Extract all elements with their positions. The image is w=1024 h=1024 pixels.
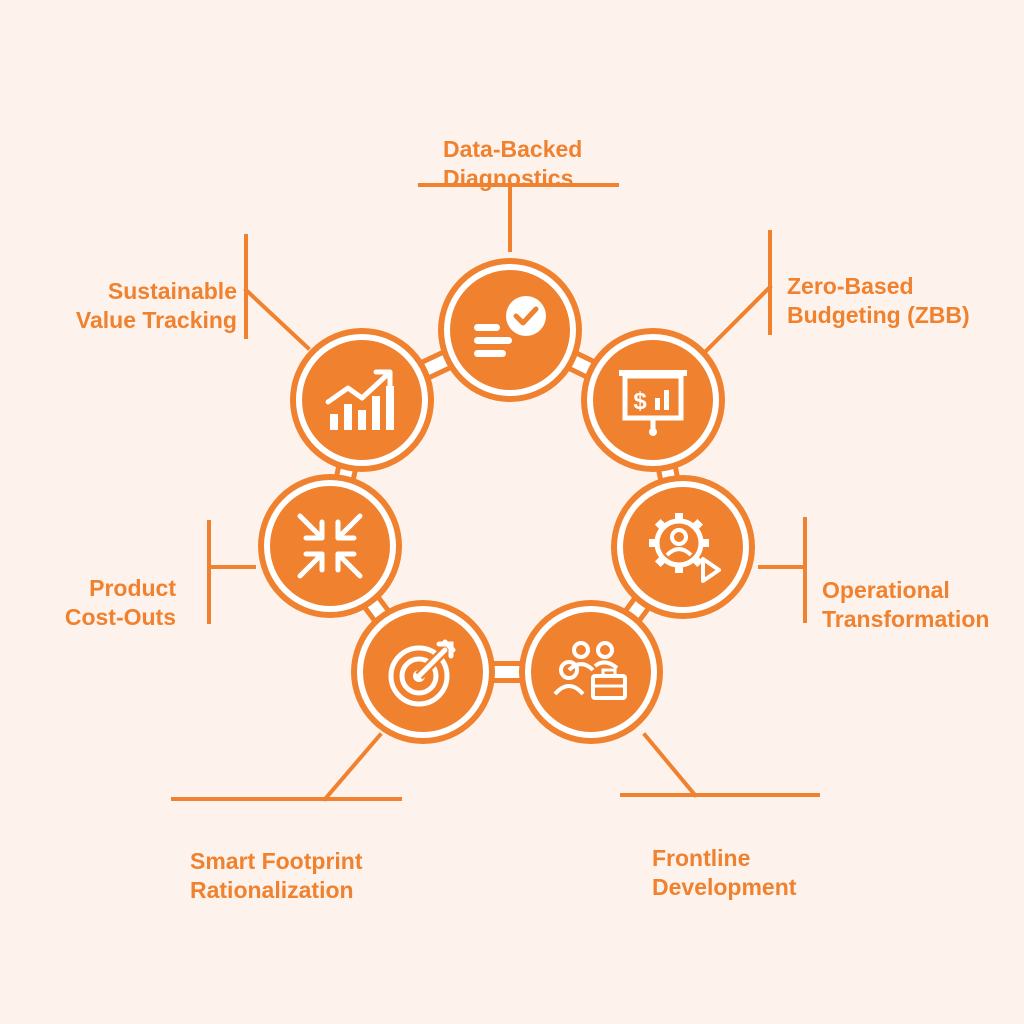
connector-smart-footprint-rationalization-leader xyxy=(322,732,383,802)
node-zero-based-budgeting: $ xyxy=(581,328,725,472)
node-frontline-development xyxy=(519,600,663,744)
node-disc xyxy=(623,487,743,607)
growth-chart-icon xyxy=(325,369,394,430)
presentation-board-icon: $ xyxy=(619,370,687,436)
shrink-arrows-icon xyxy=(297,513,363,579)
connector-frontline-development-leader xyxy=(642,732,698,798)
node-operational-transformation xyxy=(611,475,755,619)
connector-zero-based-budgeting-leader xyxy=(704,284,773,353)
node-disc xyxy=(450,270,570,390)
target-icon xyxy=(388,639,456,707)
node-disc xyxy=(593,340,713,460)
node-sustainable-value-tracking xyxy=(290,328,434,472)
node-product-cost-outs xyxy=(258,474,402,618)
node-data-backed-diagnostics xyxy=(438,258,582,402)
node-smart-footprint-rationalization xyxy=(351,600,495,744)
connector-sustainable-value-tracking-leader xyxy=(243,287,311,351)
node-disc xyxy=(531,612,651,732)
svg-text:$: $ xyxy=(633,388,647,415)
node-disc xyxy=(270,486,390,606)
gear-person-icon xyxy=(649,513,721,583)
team-briefcase-icon xyxy=(553,641,627,700)
checklist-icon xyxy=(474,296,546,357)
